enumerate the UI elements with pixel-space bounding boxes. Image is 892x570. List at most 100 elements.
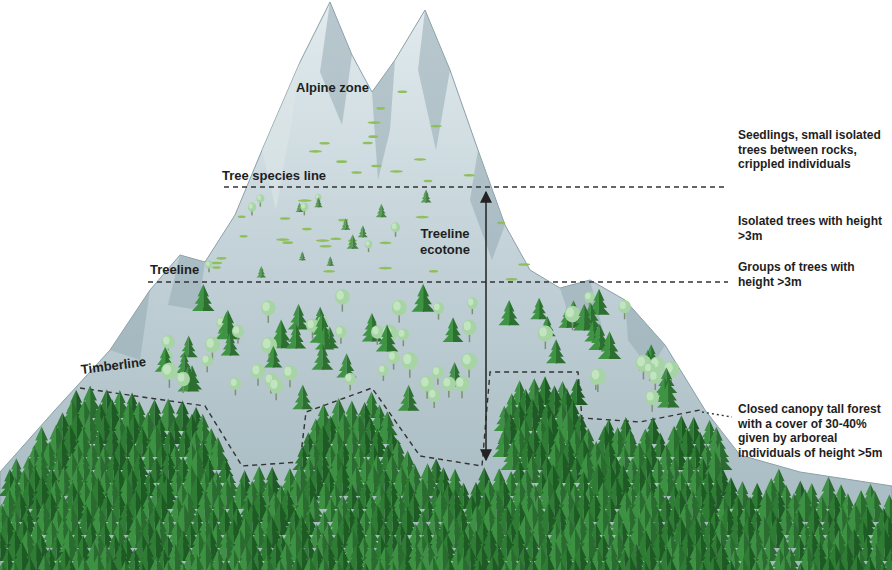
broadleaf-tree <box>566 308 574 318</box>
seedling <box>276 238 289 241</box>
broadleaf-tree <box>565 306 581 323</box>
conifer-tree <box>346 218 351 230</box>
broadleaf-tree <box>372 327 378 335</box>
conifer-tree <box>443 317 453 342</box>
broadleaf-tree <box>378 365 389 376</box>
broadleaf-tree <box>346 374 352 381</box>
broadleaf-tree <box>163 364 171 374</box>
conifer-tree <box>453 317 463 342</box>
seedling <box>379 267 393 270</box>
broadleaf-tree <box>637 356 645 366</box>
seedling <box>319 245 331 248</box>
conifer-tree <box>330 256 334 266</box>
broadleaf-tree <box>468 298 473 305</box>
broadleaf-tree <box>307 320 313 328</box>
broadleaf-tree <box>344 373 356 385</box>
broadleaf-tree <box>233 326 239 334</box>
seedling <box>379 242 391 245</box>
conifer-tree <box>341 218 346 230</box>
conifer-tree <box>720 441 732 470</box>
conifer-tree <box>381 204 387 217</box>
broadleaf-tree <box>205 337 220 353</box>
broadleaf-tree <box>428 388 441 401</box>
conifer-tree <box>358 225 363 237</box>
conifer-tree <box>657 381 668 408</box>
conifer-tree <box>326 256 330 266</box>
broadleaf-tree <box>429 390 435 398</box>
seedling <box>429 270 438 273</box>
broadleaf-tree <box>461 353 477 370</box>
broadleaf-tree <box>161 362 177 379</box>
broadleaf-tree <box>434 303 440 310</box>
broadleaf-tree <box>162 335 175 349</box>
broadleaf-tree <box>365 240 373 248</box>
conifer-tree <box>668 381 679 408</box>
seedling <box>430 125 441 128</box>
seedling <box>216 257 226 260</box>
broadleaf-tree <box>263 338 271 348</box>
treeline-line <box>148 281 728 282</box>
conifer-tree <box>492 430 504 457</box>
conifer-tree <box>292 385 302 410</box>
conifer-tree <box>0 532 1 561</box>
conifer-tree <box>312 344 323 370</box>
conifer-tree <box>363 225 368 237</box>
conifer-tree <box>188 365 199 391</box>
broadleaf-tree <box>592 370 600 380</box>
conifer-tree <box>347 234 353 248</box>
conifer-tree <box>584 320 593 341</box>
broadleaf-tree <box>620 301 626 309</box>
conifer-tree <box>192 284 203 311</box>
conifer-tree <box>296 324 306 349</box>
seedling <box>351 171 362 174</box>
seedling <box>416 216 429 219</box>
seedling <box>363 142 373 145</box>
conifer-tree <box>494 406 505 431</box>
broadleaf-tree <box>284 367 291 376</box>
conifer-tree <box>0 504 2 535</box>
broadleaf-tree <box>421 377 428 386</box>
conifer-tree <box>376 204 382 217</box>
conifer-tree <box>421 190 426 203</box>
broadleaf-tree <box>399 330 405 337</box>
seedling <box>238 215 246 218</box>
conifer-tree <box>509 300 520 325</box>
conifer-tree <box>325 326 335 349</box>
conifer-tree <box>376 325 387 352</box>
conifer-tree <box>530 298 539 319</box>
seedling <box>424 180 433 183</box>
conifer-tree <box>261 266 266 277</box>
broadleaf-tree <box>618 300 630 313</box>
seedling <box>497 222 505 225</box>
seedling <box>323 270 335 273</box>
conifer-tree <box>539 298 548 319</box>
broadleaf-tree <box>442 376 456 390</box>
conifer-tree <box>215 310 227 340</box>
broadleaf-tree <box>336 291 343 300</box>
broadleaf-tree <box>163 336 169 344</box>
conifer-tree <box>336 353 346 377</box>
seedling <box>282 241 293 244</box>
seedling <box>390 170 403 173</box>
broadleaf-tree <box>464 321 471 330</box>
broadleaf-tree <box>433 302 444 314</box>
broadleaf-tree <box>539 327 547 337</box>
broadleaf-tree <box>388 351 400 364</box>
conifer-tree <box>273 346 282 368</box>
broadleaf-tree <box>379 366 384 373</box>
conifer-tree <box>189 336 198 358</box>
broadleaf-tree <box>335 326 347 338</box>
broadleaf-tree <box>256 194 264 203</box>
conifer-tree <box>303 385 313 410</box>
conifer-tree <box>286 324 296 349</box>
conifer-tree <box>411 284 423 312</box>
broadleaf-tree <box>645 364 651 371</box>
broadleaf-tree <box>443 378 450 386</box>
conifer-tree <box>314 197 318 207</box>
conifer-tree <box>288 304 299 330</box>
conifer-tree <box>387 325 398 352</box>
broadleaf-tree <box>391 222 400 232</box>
leader-line <box>702 412 732 417</box>
broadleaf-tree <box>392 300 407 316</box>
seedling <box>316 239 330 242</box>
